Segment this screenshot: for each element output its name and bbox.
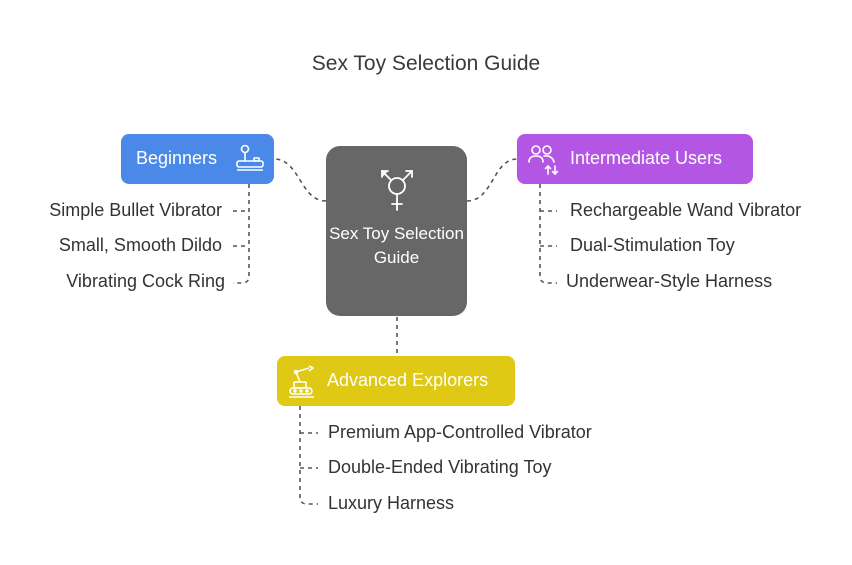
center-label: Sex Toy Selection Guide: [329, 224, 464, 267]
category-intermediate: Intermediate Users: [517, 134, 753, 184]
list-item: Luxury Harness: [328, 493, 455, 513]
category-advanced-label: Advanced Explorers: [327, 370, 489, 390]
users-swap-icon: [527, 142, 561, 181]
center-node: Sex Toy Selection Guide: [326, 146, 467, 316]
list-item: Premium App-Controlled Vibrator: [328, 422, 592, 442]
diagram-title: Sex Toy Selection Guide: [311, 52, 541, 75]
category-beginners-label: Beginners: [136, 148, 218, 168]
list-item: Small, Smooth Dildo: [58, 235, 222, 255]
list-item: Rechargeable Wand Vibrator: [570, 200, 802, 220]
category-beginners: Beginners: [121, 134, 274, 184]
gender-symbol-icon: [378, 166, 416, 219]
connector-center-beginners: [273, 158, 327, 202]
list-item: Double-Ended Vibrating Toy: [328, 457, 552, 477]
list-item: Underwear-Style Harness: [566, 271, 773, 291]
list-item: Vibrating Cock Ring: [66, 271, 225, 291]
joystick-icon: [233, 142, 267, 181]
connector-advanced-items: [299, 406, 318, 505]
connector-center-intermediate: [466, 158, 518, 202]
category-intermediate-label: Intermediate Users: [570, 148, 723, 168]
list-item: Simple Bullet Vibrator: [49, 200, 222, 220]
connector-intermediate-items: [539, 184, 557, 284]
robot-arm-icon: [287, 364, 321, 403]
category-advanced: Advanced Explorers: [277, 356, 515, 406]
list-item: Dual-Stimulation Toy: [570, 235, 735, 255]
connector-beginners-items: [233, 184, 250, 284]
